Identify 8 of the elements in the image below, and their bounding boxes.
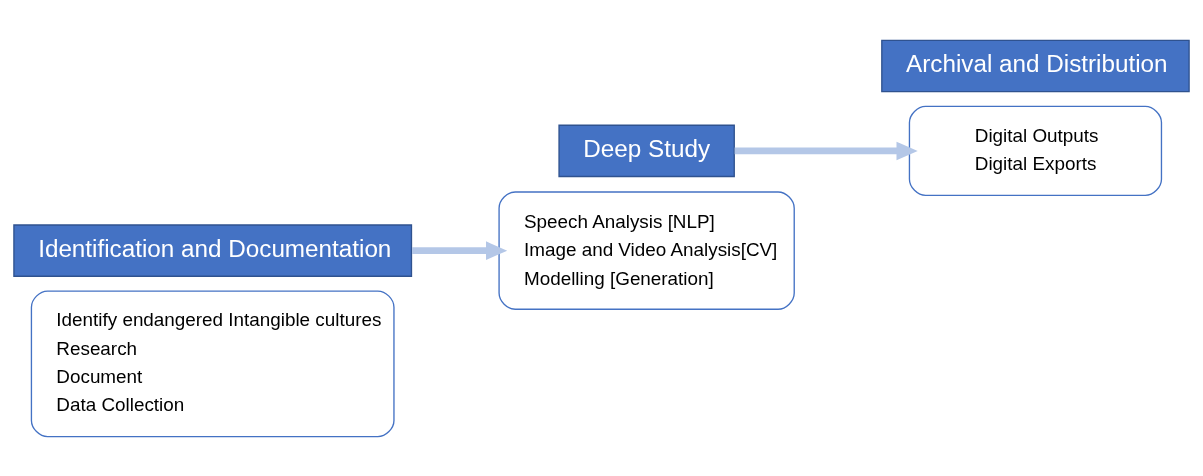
- node-box: Archival and Distribution: [881, 39, 1190, 92]
- node-box: Digital Outputs Digital Exports: [908, 105, 1163, 196]
- node-box: Identify endangered Intangible cultures Research Document Data Collection: [30, 289, 395, 437]
- node-box: Deep Study: [558, 124, 735, 177]
- node-box: Identification and Documentation: [13, 223, 413, 277]
- arrow: [734, 141, 918, 160]
- arrow: [412, 240, 508, 260]
- node-box: Speech Analysis [NLP] Image and Video Analysis[CV] Modelling [Generation]: [498, 190, 795, 310]
